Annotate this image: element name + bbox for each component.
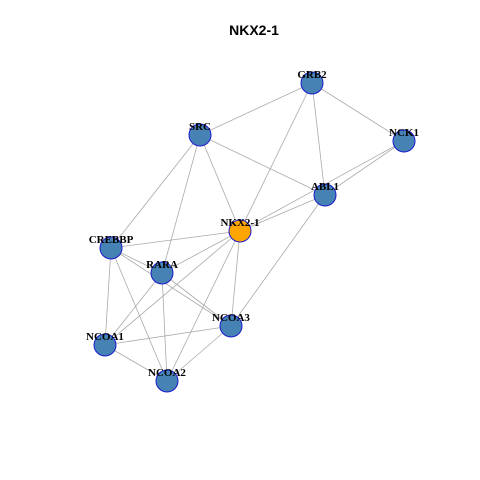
- node-ncoa1[interactable]: [93, 333, 117, 357]
- node-abl1[interactable]: [313, 183, 337, 207]
- edge-grb2-nck1: [311, 82, 405, 142]
- edge-src-crebbp: [110, 134, 201, 249]
- edge-grb2-abl1: [311, 82, 326, 196]
- edge-grb2-nkx2-1: [239, 82, 313, 232]
- edge-nkx2-1-ncoa2: [166, 230, 241, 382]
- node-label-ncoa1: NCOA1: [86, 331, 124, 343]
- edge-ncoa3-ncoa1: [104, 325, 232, 346]
- edge-src-abl1: [199, 134, 326, 196]
- edge-nkx2-1-rara: [161, 230, 241, 274]
- node-grb2[interactable]: [300, 71, 324, 95]
- edge-abl1-nkx2-1: [239, 194, 326, 232]
- edge-nkx2-1-crebbp: [110, 230, 241, 249]
- edge-nkx2-1-ncoa3: [230, 230, 241, 327]
- edge-grb2-src: [199, 82, 313, 136]
- node-ncoa2[interactable]: [155, 369, 179, 393]
- edge-rara-ncoa1: [104, 272, 163, 346]
- edge-layer: [104, 82, 405, 382]
- node-label-nck1: NCK1: [389, 127, 419, 139]
- node-src[interactable]: [188, 123, 212, 147]
- node-layer: [93, 71, 416, 393]
- edge-src-rara: [161, 134, 201, 274]
- graph-title: NKX2-1: [229, 22, 279, 38]
- node-label-ncoa3: NCOA3: [212, 312, 250, 324]
- node-nck1[interactable]: [392, 129, 416, 153]
- node-label-grb2: GRB2: [297, 69, 327, 81]
- node-label-src: SRC: [189, 121, 211, 133]
- edge-crebbp-ncoa1: [104, 247, 112, 346]
- node-label-crebbp: CREBBP: [89, 234, 134, 246]
- node-crebbp[interactable]: [99, 236, 123, 260]
- edge-ncoa3-ncoa2: [166, 325, 232, 382]
- edge-rara-ncoa3: [161, 272, 232, 327]
- edge-crebbp-ncoa3: [110, 247, 232, 327]
- node-label-ncoa2: NCOA2: [148, 367, 186, 379]
- edge-rara-ncoa2: [161, 272, 168, 382]
- node-label-abl1: ABL1: [311, 181, 339, 193]
- edge-ncoa1-ncoa2: [104, 344, 168, 382]
- node-label-rara: RARA: [146, 259, 178, 271]
- node-nkx2-1[interactable]: [228, 219, 252, 243]
- node-label-nkx2-1: NKX2-1: [220, 217, 259, 229]
- edge-nck1-abl1: [324, 140, 405, 196]
- edge-src-nkx2-1: [199, 134, 241, 232]
- node-ncoa3[interactable]: [219, 314, 243, 338]
- edge-crebbp-ncoa2: [110, 247, 168, 382]
- edge-abl1-ncoa3: [230, 194, 326, 327]
- node-rara[interactable]: [150, 261, 174, 285]
